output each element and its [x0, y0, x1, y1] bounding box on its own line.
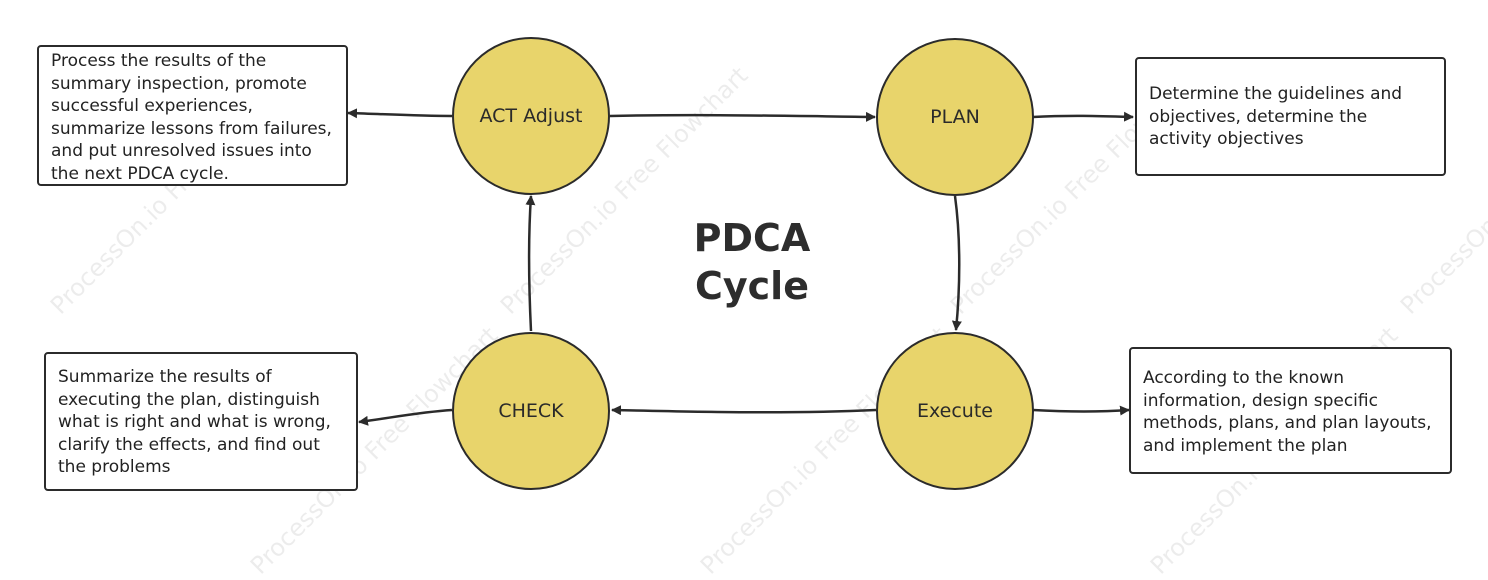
plan-node-label: PLAN	[930, 106, 980, 128]
title-line-1: PDCA	[693, 216, 811, 260]
arrow-act-to-note	[347, 108, 453, 119]
arrow-execute-to-check	[611, 405, 877, 416]
arrow-plan-to-note	[1032, 111, 1134, 122]
arrow-execute-to-note	[1032, 405, 1130, 416]
check-node[interactable]: CHECK	[452, 332, 610, 490]
act-note: Process the results of the summary inspe…	[37, 45, 348, 186]
arrow-plan-to-execute	[951, 195, 962, 331]
check-note: Summarize the results of executing the p…	[44, 352, 358, 491]
plan-node[interactable]: PLAN	[876, 38, 1034, 196]
act-node-label: ACT Adjust	[479, 105, 583, 127]
connector-layer	[347, 108, 1134, 426]
arrow-check-to-note	[358, 408, 453, 426]
execute-node-label: Execute	[917, 400, 993, 422]
execute-note: According to the known information, desi…	[1129, 347, 1452, 474]
arrow-check-to-act	[525, 195, 536, 332]
title-line-2: Cycle	[695, 264, 809, 308]
arrow-act-to-plan	[609, 111, 876, 122]
plan-note: Determine the guidelines and objectives,…	[1135, 57, 1446, 176]
diagram-title: PDCA Cycle	[652, 214, 852, 310]
diagram-canvas: ProcessOn.io Free Flowchart ProcessOn.io…	[37, 37, 1488, 580]
act-node[interactable]: ACT Adjust	[452, 37, 610, 195]
check-node-label: CHECK	[498, 400, 564, 422]
execute-node[interactable]: Execute	[876, 332, 1034, 490]
